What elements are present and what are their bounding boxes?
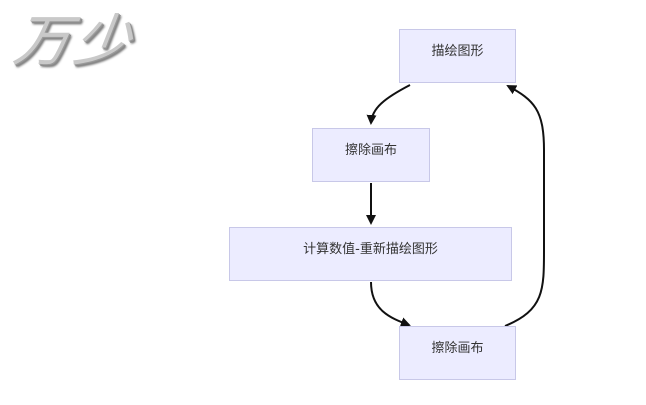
- flow-node-draw: 描绘图形: [399, 29, 516, 83]
- edge-draw-to-erase1: [366, 84, 411, 125]
- edge-erase2-to-draw: [504, 85, 545, 327]
- flow-node-erase-canvas: 擦除画布: [312, 128, 430, 182]
- edge-compute-to-erase2: [370, 281, 411, 327]
- flow-node-erase-canvas-2: 擦除画布: [399, 326, 516, 380]
- flow-node-compute-redraw: 计算数值-重新描绘图形: [229, 227, 512, 281]
